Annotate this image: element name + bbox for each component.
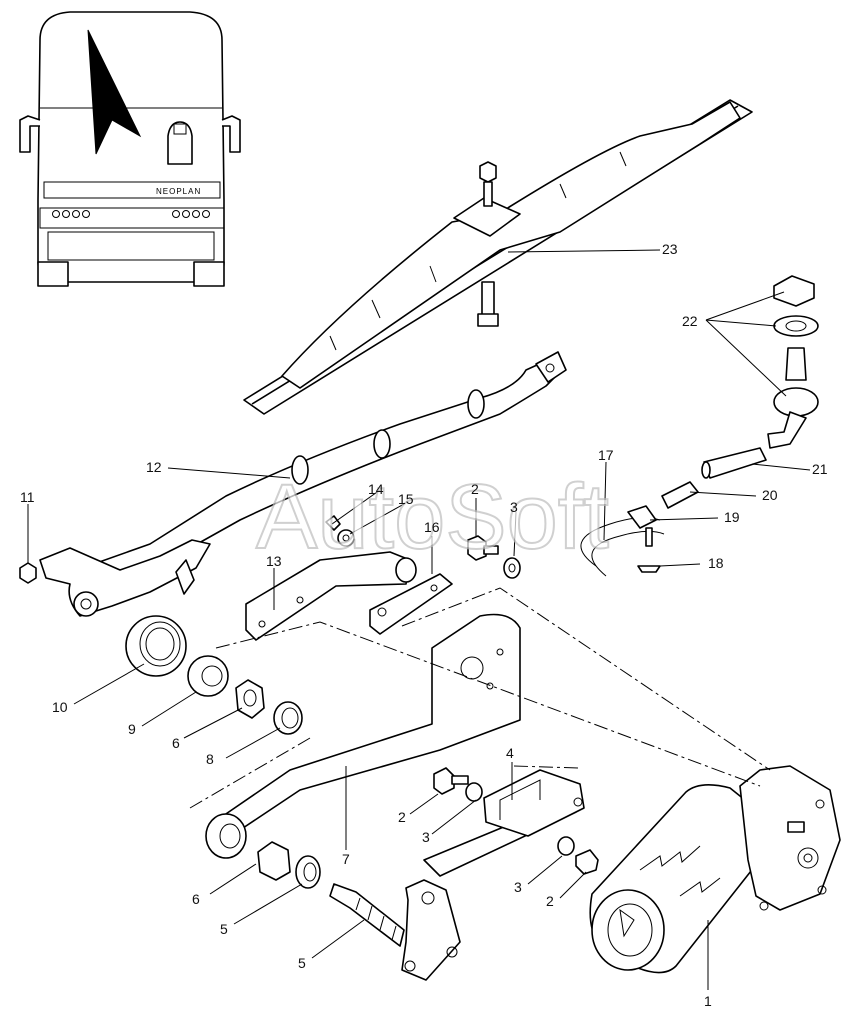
callout-1: 1 (704, 993, 712, 1009)
callout-10: 10 (52, 699, 68, 715)
wiper-arm (39, 351, 567, 617)
callout-6: 6 (192, 891, 200, 907)
drive-crank (205, 613, 521, 859)
nut-11 (19, 562, 37, 584)
callout-2: 2 (471, 481, 479, 497)
callout-16: 16 (424, 519, 440, 535)
washer-hose-fittings (580, 275, 819, 577)
callout-23: 23 (662, 241, 678, 257)
linkage-plates (245, 515, 453, 641)
callout-6: 6 (172, 735, 180, 751)
leader-lines (27, 249, 811, 990)
callout-3: 3 (422, 829, 430, 845)
callout-3: 3 (510, 499, 518, 515)
callout-21: 21 (812, 461, 828, 477)
callout-3: 3 (514, 879, 522, 895)
upper-pivot-parts (125, 615, 303, 735)
watermark: AutoSoft (256, 466, 609, 568)
callout-2: 2 (546, 893, 554, 909)
callout-12: 12 (146, 459, 162, 475)
bracket-4 (433, 767, 599, 875)
callout-17: 17 (598, 447, 614, 463)
callout-5: 5 (298, 955, 306, 971)
wiper-blade (243, 99, 753, 415)
callout-13: 13 (266, 553, 282, 569)
callout-2: 2 (398, 809, 406, 825)
bus-front-view: NEOPLAN (19, 11, 241, 287)
callout-9: 9 (128, 721, 136, 737)
callout-8: 8 (206, 751, 214, 767)
lower-pivot-parts (257, 841, 405, 947)
location-arrow-icon (87, 29, 142, 155)
callout-4: 4 (506, 745, 514, 761)
wiper-motor (589, 765, 841, 974)
upper-bolt-washer (467, 535, 521, 579)
bus-badge: NEOPLAN (156, 187, 201, 196)
callout-19: 19 (724, 509, 740, 525)
callout-22: 22 (682, 313, 698, 329)
callout-11: 11 (20, 489, 35, 505)
callout-14: 14 (368, 481, 384, 497)
callout-18: 18 (708, 555, 724, 571)
callout-5: 5 (220, 921, 228, 937)
callout-labels: 1 2 2 2 3 3 3 4 5 5 6 6 7 8 9 10 11 12 1… (20, 241, 828, 1009)
callout-15: 15 (398, 491, 414, 507)
callout-7: 7 (342, 851, 350, 867)
assembly-axis-lines (189, 587, 771, 809)
callout-20: 20 (762, 487, 778, 503)
